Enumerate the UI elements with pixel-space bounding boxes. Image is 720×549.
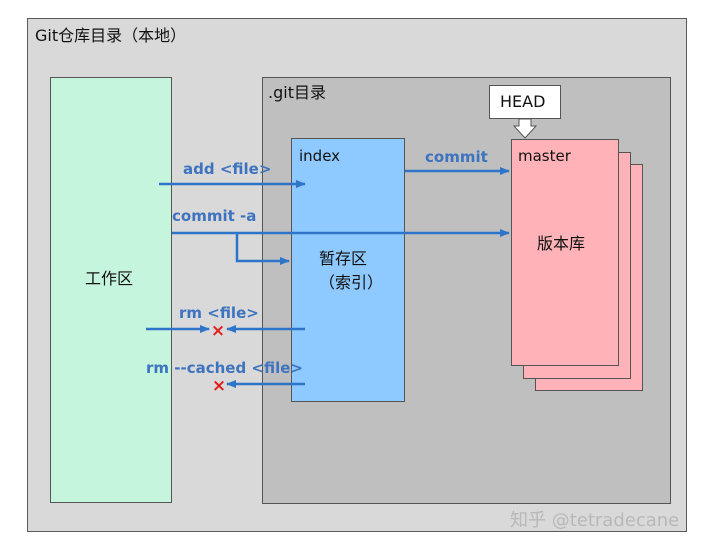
rm-file-label: rm <file> [179,304,259,322]
head-pointer-arrow [512,118,538,139]
master-branch-label: master [518,147,571,165]
staging-area-label: 暂存区 [319,249,368,268]
commit-label: commit [425,148,488,166]
index-title: index [299,147,341,165]
rm-cross-mark: × [211,321,225,341]
staging-area-sublabel: （索引） [319,273,384,292]
rm-cached-cross-mark: × [212,376,226,396]
commit-a-branch-arrow [235,233,290,265]
workspace-box [50,77,172,503]
workspace-label: 工作区 [85,269,134,288]
repository-box [511,139,619,366]
repository-label: 版本库 [537,234,586,253]
rm-cached-label: rm --cached <file> [146,359,303,377]
git-repo-title: Git仓库目录（本地） [35,26,187,45]
add-file-label: add <file> [183,160,272,178]
head-label: HEAD [500,92,546,111]
index-box [291,138,405,402]
watermark: 知乎 @tetradecane [510,510,680,531]
git-directory-title: .git目录 [268,83,326,102]
commit-a-label: commit -a [172,207,257,225]
